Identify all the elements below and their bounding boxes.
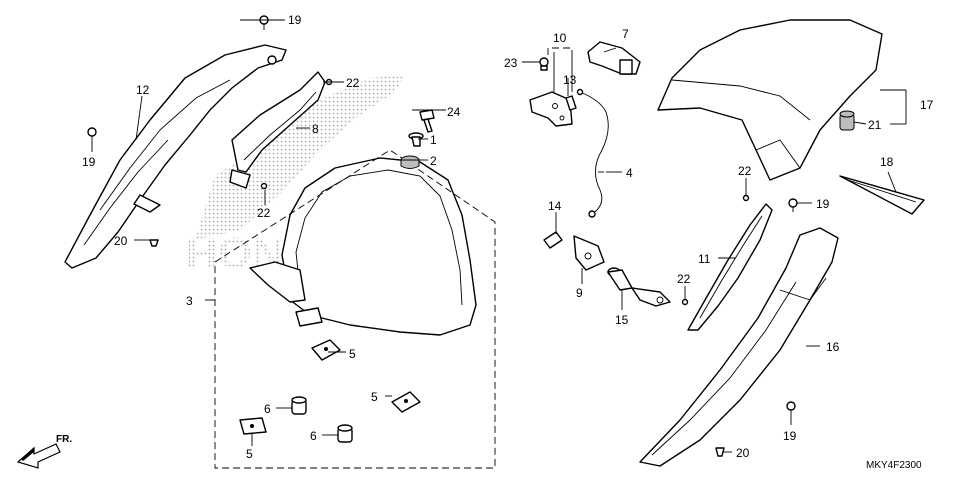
- part-14-clip: [543, 231, 563, 249]
- part-19-screw-right: [788, 198, 798, 212]
- callout-23: 23: [504, 56, 518, 70]
- part-13-pin: [565, 95, 577, 111]
- callout-2: 2: [430, 154, 437, 168]
- part-24-bolt: [419, 109, 435, 133]
- part-5-seat-bracket-middle: [391, 391, 421, 413]
- callout-7: 7: [622, 27, 629, 41]
- part-19-screw-bottom: [786, 401, 796, 415]
- part-17-pillion-seat: [657, 19, 883, 181]
- part-16-right-side-cover: [639, 227, 839, 467]
- callout-6-lower: 6: [310, 429, 317, 443]
- part-22-screw-c: [742, 194, 750, 202]
- callout-24: 24: [447, 105, 461, 119]
- part-22-screw-b: [260, 182, 268, 190]
- callout-5-middle: 5: [371, 390, 378, 404]
- part-18-bag: [839, 175, 925, 215]
- callout-1: 1: [430, 133, 437, 147]
- part-22-screw-d: [681, 298, 689, 306]
- callout-5-lower: 5: [246, 447, 253, 461]
- part-21-damper: [839, 110, 855, 131]
- callout-22-upper-left: 22: [346, 76, 360, 90]
- callout-22-upper-right: 22: [738, 164, 752, 178]
- part-9-lock-bracket: [573, 235, 605, 271]
- part-12-left-side-cover: [64, 44, 287, 269]
- part-8-bracket: [229, 71, 326, 189]
- part-6-cushion-lower: [337, 424, 353, 443]
- callout-17: 17: [920, 98, 934, 112]
- front-label: FR.: [56, 434, 72, 445]
- callout-15: 15: [615, 313, 629, 327]
- part-2-grommet: [400, 155, 420, 169]
- callout-4: 4: [626, 166, 633, 180]
- callout-12: 12: [136, 83, 150, 97]
- seat-assembly-outline: [214, 149, 496, 469]
- callout-13: 13: [563, 73, 577, 87]
- part-15-key-cylinder: [607, 267, 671, 307]
- part-10-group-bracket: [547, 47, 573, 55]
- part-23-nut: [539, 57, 549, 71]
- part-1-clip: [408, 132, 424, 147]
- callout-14: 14: [548, 199, 562, 213]
- part-5-seat-bracket-upper: [311, 339, 341, 361]
- callout-19-left: 19: [82, 155, 96, 169]
- part-10-latch-bracket: [529, 91, 573, 127]
- callout-10: 10: [553, 31, 567, 45]
- part-7-seat-latch: [587, 41, 641, 75]
- callout-22-lower-left: 22: [257, 206, 271, 220]
- callout-19-bottom: 19: [783, 429, 797, 443]
- part-20-clip-left: [149, 239, 159, 247]
- callout-20-right: 20: [736, 446, 750, 460]
- part-4-seat-cable: [579, 91, 609, 215]
- callout-8: 8: [312, 122, 319, 136]
- part-19-screw-top: [259, 15, 269, 30]
- part-6-cushion-upper: [291, 396, 307, 415]
- callout-22-lower-right: 22: [677, 272, 691, 286]
- part-3-seat: [249, 157, 477, 336]
- callout-20-left: 20: [114, 234, 128, 248]
- callout-18: 18: [880, 155, 894, 169]
- leader-lines: [91, 19, 907, 453]
- callout-19-right: 19: [816, 197, 830, 211]
- front-direction-arrow: FR.: [16, 434, 72, 469]
- callout-16: 16: [826, 340, 840, 354]
- part-20-clip-right: [715, 447, 725, 457]
- callout-3: 3: [186, 294, 193, 308]
- part-5-seat-bracket-lower: [239, 417, 267, 435]
- callout-numbers: 19 22 24 1 2 8 22 3 5 5 5 6 6 12 19 20 2…: [82, 13, 934, 461]
- callout-9: 9: [576, 286, 583, 300]
- part-19-screw-left: [87, 127, 97, 142]
- callout-21: 21: [868, 118, 882, 132]
- callout-19-top: 19: [288, 13, 302, 27]
- part-11-right-bracket: [687, 203, 773, 331]
- callout-5-upper: 5: [349, 347, 356, 361]
- callout-6-upper: 6: [264, 402, 271, 416]
- callout-11: 11: [698, 252, 711, 266]
- diagram-code: MKY4F2300: [866, 460, 922, 471]
